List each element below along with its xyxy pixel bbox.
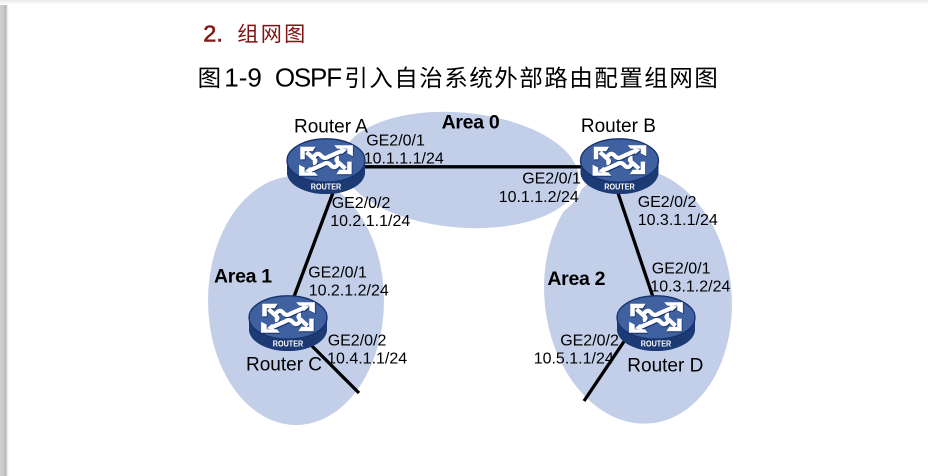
svg-text:GE2/0/1: GE2/0/1 [366,132,425,149]
svg-text:10.3.1.2/24: 10.3.1.2/24 [650,279,730,296]
svg-text:Area 2: Area 2 [547,268,605,290]
svg-text:10.5.1.1/24: 10.5.1.1/24 [534,351,614,368]
svg-text:GE2/0/1: GE2/0/1 [652,261,711,278]
svg-text:10.2.1.2/24: 10.2.1.2/24 [309,283,389,300]
svg-text:Area 1: Area 1 [214,266,272,288]
svg-text:GE2/0/1: GE2/0/1 [522,170,581,187]
svg-text:10.4.1.1/24: 10.4.1.1/24 [327,351,407,368]
svg-text:10.2.1.1/24: 10.2.1.1/24 [330,213,410,230]
svg-text:GE2/0/2: GE2/0/2 [328,333,387,350]
svg-text:Router B: Router B [581,116,656,137]
svg-text:Router A: Router A [294,116,368,137]
svg-text:1-9: 1-9 [224,62,262,92]
svg-text:Router C: Router C [246,355,322,376]
svg-text:GE2/0/2: GE2/0/2 [638,194,697,211]
svg-text:10.3.1.1/24: 10.3.1.1/24 [638,212,718,229]
svg-text:10.1.1.1/24: 10.1.1.1/24 [364,151,444,168]
svg-text:GE2/0/2: GE2/0/2 [332,195,391,212]
svg-text:Area 0: Area 0 [442,112,500,134]
svg-text:OSPF: OSPF [275,62,341,92]
svg-text:GE2/0/1: GE2/0/1 [308,265,367,282]
svg-text:Router D: Router D [627,355,703,376]
svg-text:GE2/0/2: GE2/0/2 [560,333,619,350]
svg-text:10.1.1.2/24: 10.1.1.2/24 [499,189,579,206]
svg-text:2.: 2. [203,20,223,46]
